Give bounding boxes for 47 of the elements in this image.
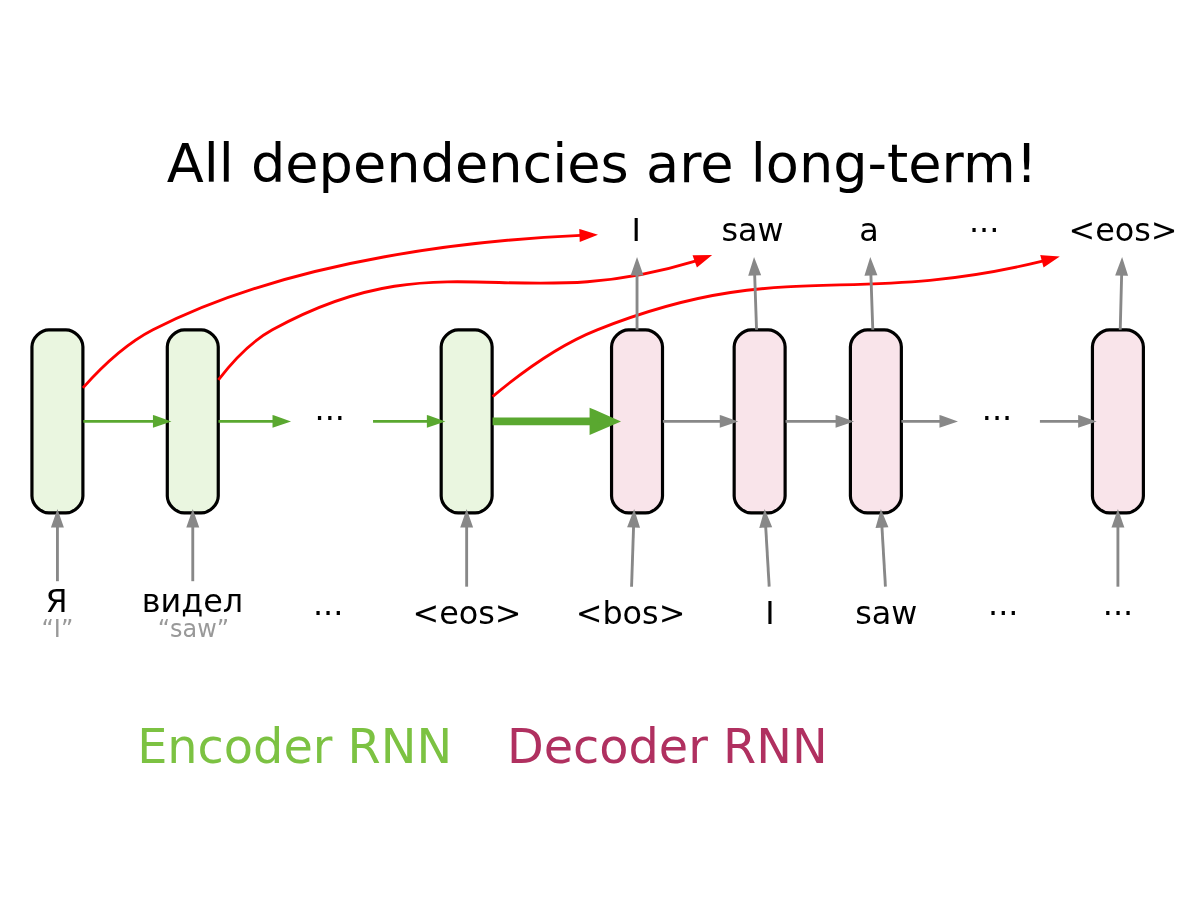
label: Encoder RNN: [137, 718, 453, 774]
arrow: [186, 508, 200, 581]
label: Decoder RNN: [506, 718, 828, 774]
node-text: <bos>: [575, 593, 686, 632]
node-text: saw: [721, 210, 784, 249]
node-text: a: [859, 210, 879, 249]
arrow: [50, 508, 64, 581]
arrow: [748, 256, 762, 330]
node-text: I: [765, 593, 775, 632]
arrow: [901, 414, 958, 428]
arrow: [1039, 414, 1097, 428]
arrow: [81, 228, 598, 389]
node-bar: [732, 327, 787, 515]
arrow: [627, 508, 641, 587]
arrow: [491, 254, 1060, 398]
arrow: [218, 414, 292, 428]
arrow: [875, 508, 889, 587]
node-bar: [848, 327, 903, 515]
node-bar: [30, 327, 85, 515]
node-bar: [439, 327, 494, 515]
node-text: <eos>: [1068, 210, 1178, 249]
arrow: [217, 254, 713, 381]
label: ···: [968, 210, 1000, 249]
arrow: [785, 414, 855, 428]
node-text: ···: [314, 398, 345, 437]
arrow: [630, 256, 644, 330]
arrow: [864, 256, 878, 330]
arrow: [83, 414, 172, 428]
node-text: ···: [981, 398, 1013, 437]
arrow: [460, 508, 474, 587]
node-text: I: [631, 210, 641, 249]
arrow: [662, 414, 739, 428]
node-bar: [609, 327, 665, 515]
node-text: ···: [1102, 593, 1134, 632]
node-text: saw: [855, 593, 918, 632]
node-text: <eos>: [412, 593, 522, 632]
node-text: видел: [141, 581, 244, 620]
node-bar: [165, 327, 220, 515]
label: ···: [312, 593, 344, 632]
arrow: [1115, 256, 1129, 330]
arrow: [759, 508, 773, 587]
node-bar: [1090, 327, 1145, 515]
label: ···: [988, 593, 1019, 632]
arrow: [1111, 508, 1125, 587]
arrow: [373, 414, 446, 428]
diagram-title: All dependencies are long-term!: [166, 131, 1038, 195]
arrow: [492, 407, 621, 435]
